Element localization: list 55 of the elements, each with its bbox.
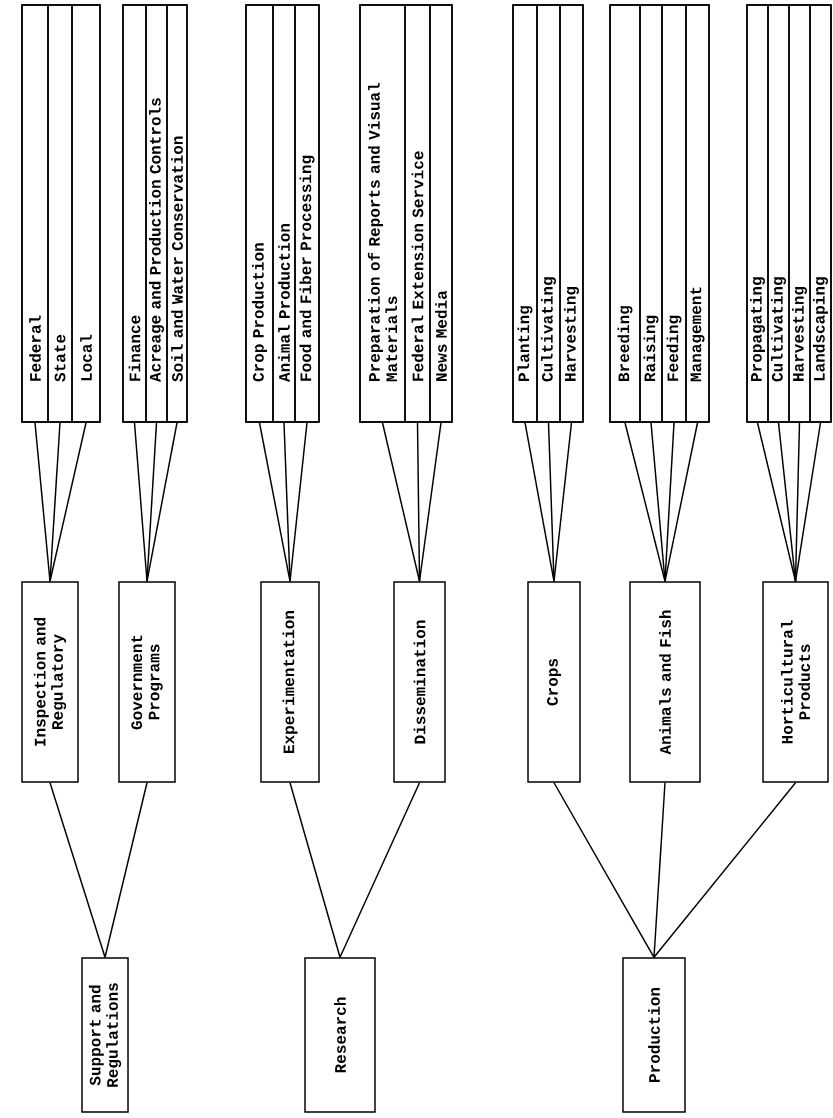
- list-cell: Raising: [639, 4, 663, 423]
- category-box: Horticultural Products: [762, 581, 829, 783]
- list-cell: Breeding: [609, 4, 641, 423]
- connector-line: [289, 782, 341, 958]
- list-cell: Federal: [21, 4, 49, 423]
- list-cell: Planting: [512, 4, 538, 423]
- list-cell: Feeding: [661, 4, 687, 423]
- category-box: Production: [622, 957, 686, 1113]
- connector-line: [756, 422, 797, 582]
- category-box: Support and Regulations: [81, 957, 129, 1113]
- connector-line: [664, 422, 699, 582]
- connector-line: [653, 782, 666, 958]
- list-cell: Local: [71, 4, 101, 423]
- list-cell: Food and Fiber Processing: [294, 4, 320, 423]
- list-cell: Cultivating: [536, 4, 561, 423]
- category-box: Research: [304, 957, 376, 1113]
- connector-line: [794, 422, 822, 582]
- connector-line: [283, 422, 291, 582]
- connector-line: [49, 782, 106, 958]
- connector-line: [104, 782, 148, 958]
- connector-line: [653, 782, 797, 958]
- list-cell: Landscaping: [809, 4, 832, 423]
- list-cell: Harvesting: [559, 4, 584, 423]
- list-cell: Acreage and Production Controls: [145, 4, 168, 423]
- connector-line: [49, 422, 87, 582]
- connector-line: [289, 422, 308, 582]
- connector-line: [146, 422, 178, 582]
- connector-line: [777, 422, 797, 582]
- category-box: Government Programs: [118, 581, 176, 783]
- connector-line: [547, 422, 555, 582]
- list-cell: Crop Production: [245, 4, 274, 423]
- category-box: Experimentation: [260, 581, 320, 783]
- list-cell: Finance: [122, 4, 147, 423]
- list-cell: News Media: [429, 4, 453, 423]
- list-cell: Management: [685, 4, 710, 423]
- connector-line: [381, 422, 421, 582]
- category-box: Inspection and Regulatory: [21, 581, 79, 783]
- connector-line: [49, 422, 61, 582]
- connector-line: [146, 422, 158, 582]
- connector-line: [664, 422, 675, 582]
- category-box: Animals and Fish: [629, 581, 701, 783]
- connector-line: [553, 422, 573, 582]
- list-cell: Propagating: [746, 4, 769, 423]
- list-cell: Federal Extension Service: [404, 4, 431, 423]
- category-box: Dissemination: [393, 581, 446, 783]
- connector-line: [553, 782, 655, 958]
- connector-line: [339, 782, 421, 958]
- list-cell: Animal Production: [272, 4, 296, 423]
- list-cell: Preparation of Reports and Visual Materials: [359, 4, 406, 423]
- connector-line: [418, 422, 442, 582]
- category-box: Crops: [527, 581, 581, 783]
- list-cell: Soil and Water Conservation: [166, 4, 188, 423]
- list-cell: Harvesting: [788, 4, 811, 423]
- list-cell: Cultivating: [767, 4, 790, 423]
- list-cell: State: [47, 4, 73, 423]
